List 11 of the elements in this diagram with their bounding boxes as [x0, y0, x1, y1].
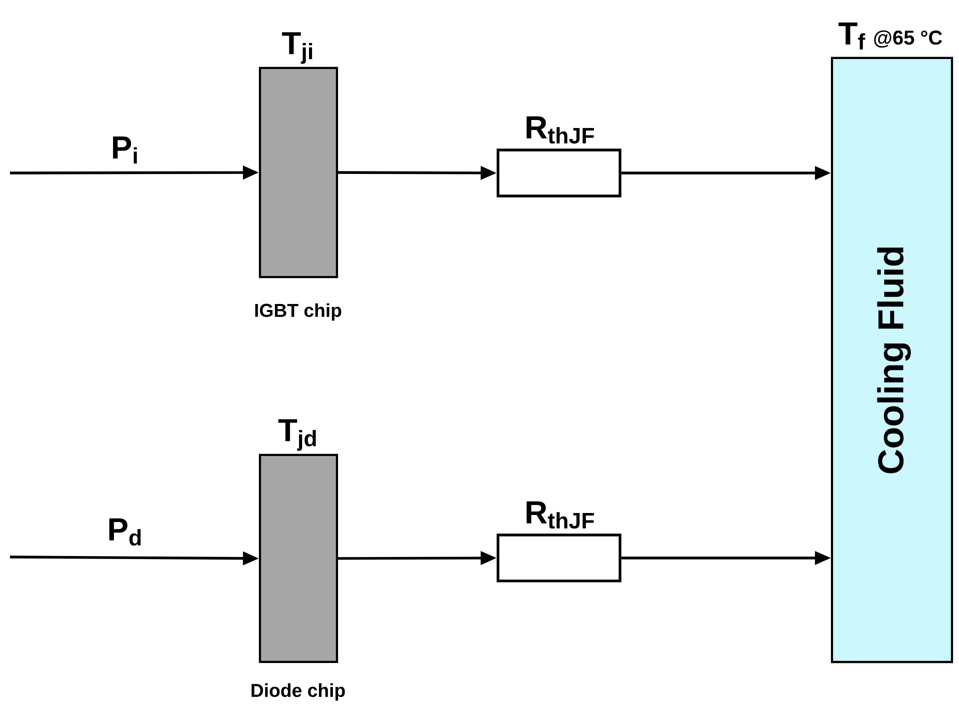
block-label: Cooling Fluid — [877, 248, 911, 474]
power-label: P$_{i}$ — [113, 136, 137, 164]
temperature-note: @65 °C — [874, 30, 942, 48]
temperature-label: T$_{jd}$ — [278, 419, 316, 451]
resistance-label: R$_{thJF}$ — [526, 501, 594, 529]
chip-caption: IGBT chip — [255, 303, 342, 321]
power-label: P$_{d}$ — [109, 518, 141, 546]
chip-caption: Diode chip — [252, 683, 345, 701]
temperature-label: T$_{ji}$ — [282, 32, 312, 64]
resistance-label: R$_{thJF}$ — [526, 116, 594, 144]
temperature-label: T$_{f}$ — [838, 22, 866, 50]
